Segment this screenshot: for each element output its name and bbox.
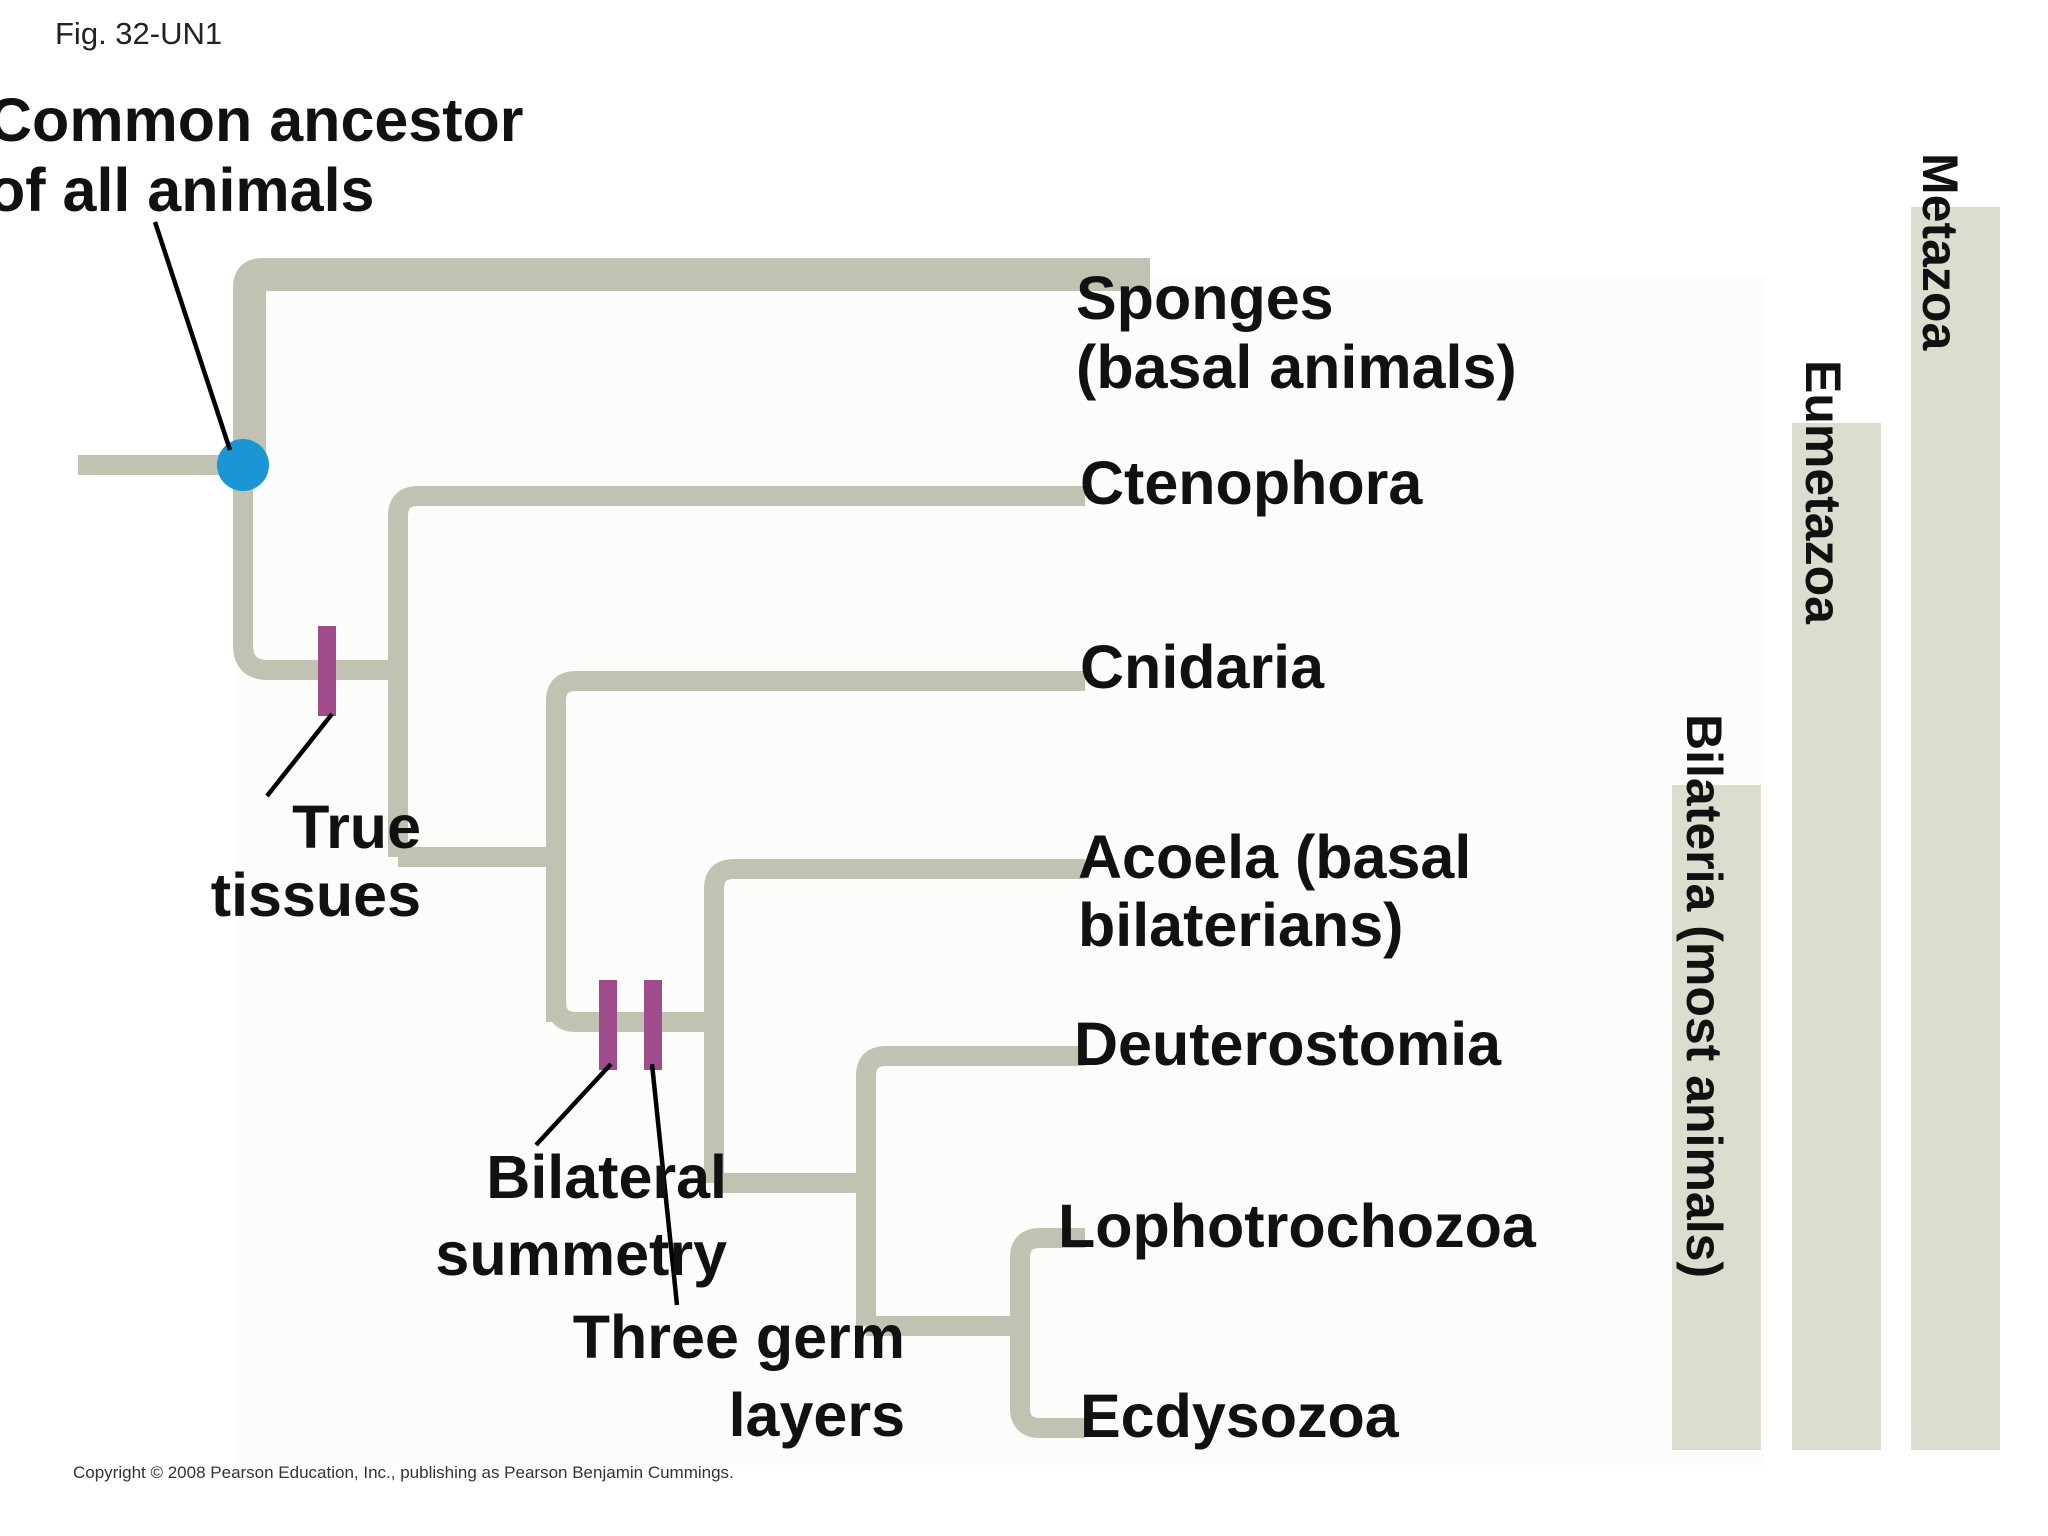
figure-id: Fig. 32-UN1: [55, 16, 222, 51]
pointer-three-germ-layers: [649, 1063, 680, 1306]
character-bar-bilateral-symmetry: [599, 980, 617, 1070]
clade-label-metazoa: Metazoa: [1912, 153, 1968, 351]
pointer-common-ancestor: [152, 221, 233, 451]
pointer-true-tissues: [265, 712, 334, 798]
branch-ecdysozoa: [1010, 1326, 1085, 1438]
character-markers: [318, 626, 662, 1070]
character-label-true-tissues-line-1: True: [292, 793, 421, 861]
taxon-label-sponges-line-2: (basal animals): [1076, 333, 1517, 401]
branch-sponges-line-1: [233, 258, 1150, 465]
tree-branches: [78, 258, 1150, 1438]
pointer-lines: [152, 221, 680, 1306]
taxon-label-acoela-line-2: bilaterians): [1078, 891, 1403, 959]
taxon-label-cnidaria: Cnidaria: [1080, 633, 1325, 701]
clade-label-eumetazoa: Eumetazoa: [1795, 360, 1851, 625]
character-label-germ-layers-line-1: Three germ: [573, 1303, 905, 1371]
clade-bars: [1672, 207, 2000, 1450]
taxon-label-sponges-line-1: Sponges: [1076, 264, 1334, 332]
branch-bilateria-stem: [546, 1001, 714, 1032]
branch-cnidaria: [546, 671, 1085, 1022]
character-bar-true-tissues: [318, 626, 336, 716]
pointer-bilateral-symmetry: [534, 1062, 613, 1147]
branch-deuterostomia: [856, 1046, 1085, 1326]
common-ancestor-node: [217, 439, 269, 491]
clade-bar-metazoa: [1911, 207, 2000, 1450]
taxon-labels: Sponges (basal animals) Ctenophora Cnida…: [1058, 264, 1537, 1450]
clade-bar-bilateria: [1672, 785, 1761, 1450]
character-label-bilateral-line-2: summetry: [435, 1220, 727, 1288]
taxon-label-acoela-line-1: Acoela (basal: [1078, 823, 1471, 891]
clade-bar-eumetazoa: [1792, 423, 1881, 1450]
character-label-germ-layers-line-2: layers: [729, 1381, 905, 1449]
character-label-bilateral-line-1: Bilateral: [486, 1143, 727, 1211]
ancestor-label-line-2: of all animals: [0, 156, 374, 224]
branch-ctenophora: [388, 486, 1085, 857]
character-bar-three-germ-layers: [644, 980, 662, 1070]
character-label-true-tissues-line-2: tissues: [211, 861, 421, 929]
taxon-label-ctenophora: Ctenophora: [1080, 449, 1423, 517]
taxon-label-ecdysozoa: Ecdysozoa: [1080, 1382, 1400, 1450]
branch-acoela: [704, 859, 1085, 1183]
taxon-label-deuterostomia: Deuterostomia: [1074, 1010, 1502, 1078]
clade-label-bilateria: Bilateria (most animals): [1676, 714, 1732, 1278]
character-labels: True tissues Bilateral summetry Three ge…: [211, 793, 905, 1449]
taxon-label-lophotrochozoa: Lophotrochozoa: [1058, 1192, 1537, 1260]
clade-labels: Metazoa Eumetazoa Bilateria (most animal…: [1676, 153, 1968, 1278]
common-ancestor-label: Common ancestor of all animals: [0, 86, 524, 224]
branch-sponges-line-2: [246, 271, 1150, 465]
ancestor-label-line-1: Common ancestor: [0, 86, 524, 154]
copyright-notice: Copyright © 2008 Pearson Education, Inc.…: [73, 1463, 734, 1482]
branch-eumetazoa-stem: [233, 465, 398, 680]
branch-lophotrochozoa: [1010, 1228, 1085, 1326]
